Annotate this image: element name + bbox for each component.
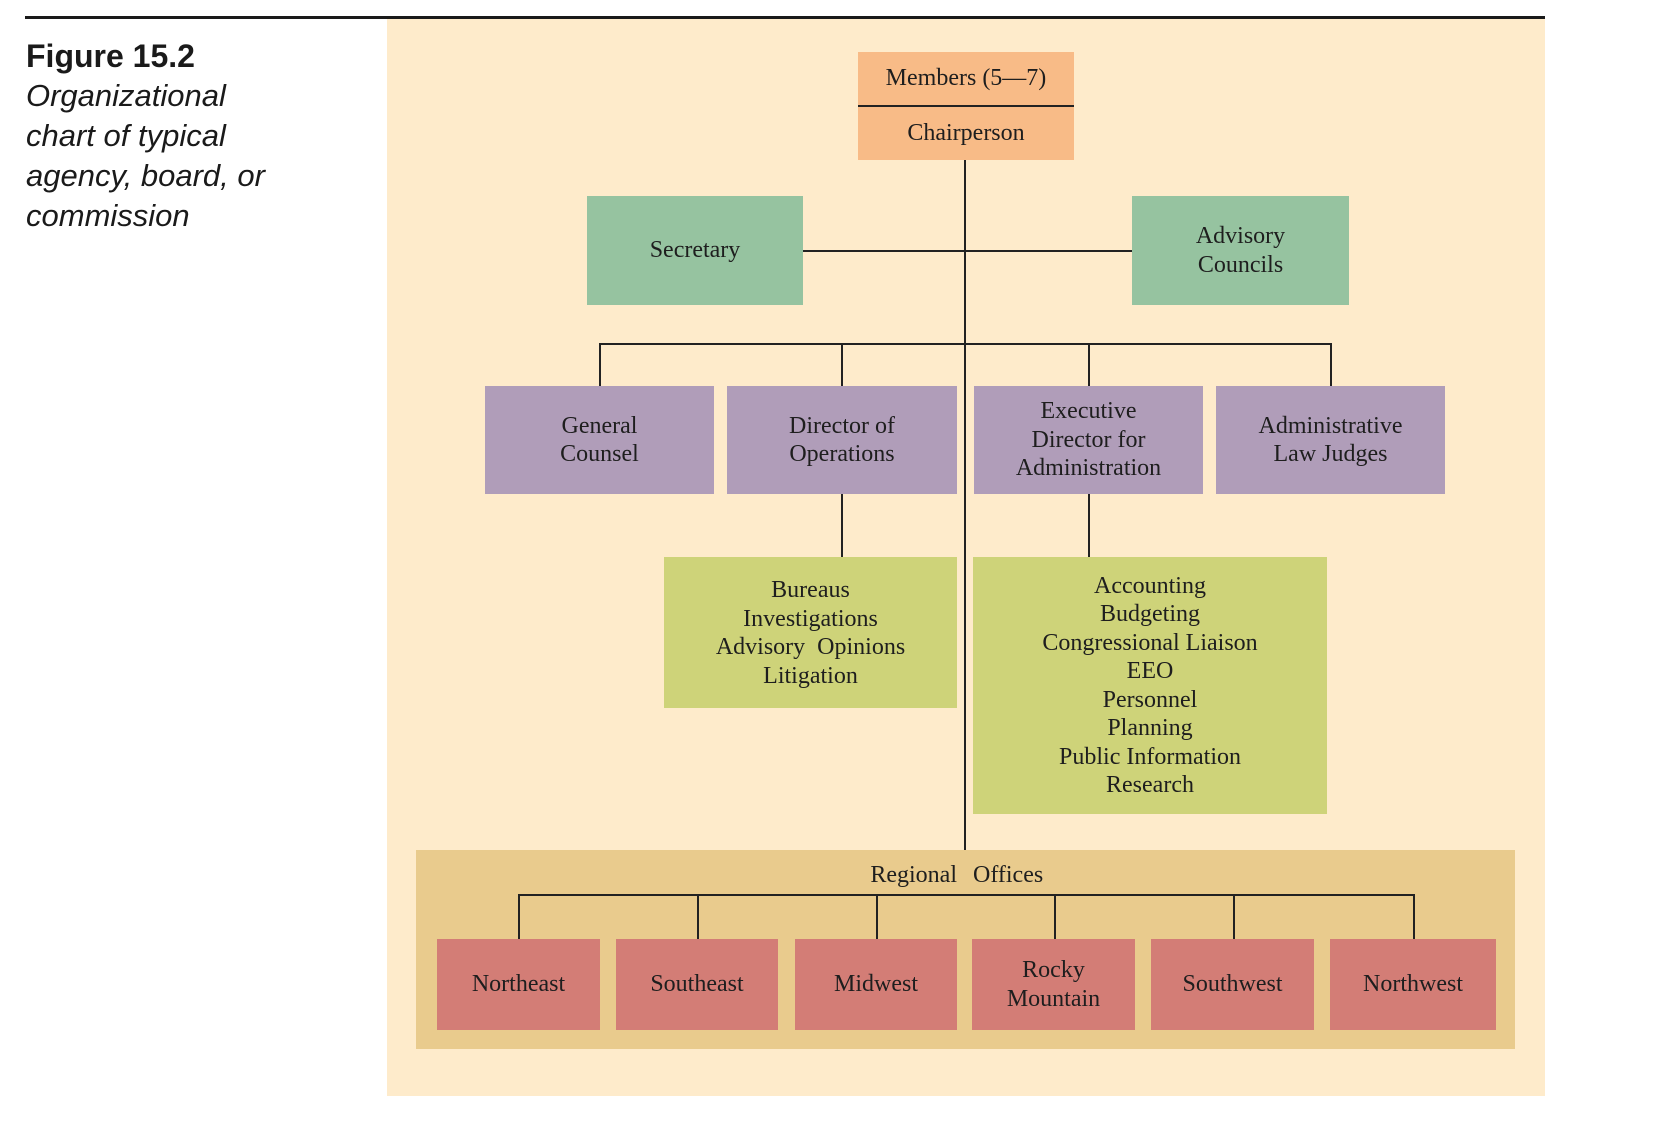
description-line: commission (26, 198, 190, 233)
administrative-law-judges-label: Law Judges (1273, 441, 1388, 467)
figure-description: Organizational chart of typical agency, … (26, 76, 366, 236)
northwest-office-box[interactable]: Northwest (1330, 939, 1496, 1030)
southeast-label: Southeast (650, 971, 744, 998)
connector-director-of-operations (841, 343, 843, 386)
description-line: chart of typical (26, 118, 226, 153)
connector-southeast (697, 894, 699, 939)
general-counsel-box[interactable]: General Counsel (485, 386, 714, 494)
director-of-operations-label: Operations (789, 441, 895, 467)
connector-midwest (876, 894, 878, 939)
director-of-operations-label: Director of (789, 412, 895, 439)
connector-executive-director (1088, 343, 1090, 386)
chairperson-label: Chairperson (907, 120, 1025, 147)
executive-director-box[interactable]: Executive Director for Administration (974, 386, 1203, 494)
northeast-label: Northeast (471, 971, 566, 998)
administration-unit: Public Information (1059, 743, 1241, 770)
northwest-label: Northwest (1363, 971, 1463, 998)
offices-label: Offices (973, 862, 1044, 888)
connector-administrative-law-judges (1330, 343, 1332, 386)
midwest-label: Midwest (834, 971, 918, 998)
administration-unit: Budgeting (1100, 601, 1200, 627)
regional-label: Regional (870, 862, 957, 888)
executive-director-label: Administration (1015, 455, 1162, 482)
operations-unit: Advisory Opinions (715, 634, 906, 660)
director-of-operations-box[interactable]: Director of Operations (727, 386, 957, 494)
rocky-mountain-label: Rocky (1022, 957, 1085, 983)
connector-operations-units (841, 494, 843, 557)
administration-units-box[interactable]: Accounting Budgeting Congressional Liais… (973, 557, 1327, 814)
connector-trunk (964, 160, 966, 894)
southeast-office-box[interactable]: Southeast (616, 939, 778, 1030)
southwest-label: Southwest (1182, 971, 1283, 998)
members-label: Members (5—7) (885, 65, 1047, 92)
secretary-label: Secretary (649, 237, 741, 264)
top-rule (25, 16, 1545, 19)
administrative-law-judges-box[interactable]: Administrative Law Judges (1216, 386, 1445, 494)
operations-unit: Bureaus (771, 577, 850, 603)
administration-unit: Accounting (1094, 572, 1206, 599)
secretary-box[interactable]: Secretary (587, 196, 803, 305)
administrative-law-judges-label: Administrative (1258, 412, 1403, 439)
advisory-councils-label: Advisory (1195, 223, 1286, 249)
connector-regional-bar (518, 894, 1415, 896)
administration-unit: Planning (1107, 715, 1193, 741)
advisory-councils-label: Councils (1197, 251, 1284, 278)
executive-director-label: Director for (1031, 426, 1146, 453)
administration-unit: Personnel (1102, 686, 1198, 713)
advisory-councils-box[interactable]: Advisory Councils (1132, 196, 1349, 305)
connector-northwest (1413, 894, 1415, 939)
general-counsel-label: Counsel (560, 441, 639, 467)
northeast-office-box[interactable]: Northeast (437, 939, 600, 1030)
rocky-mountain-label: Mountain (1006, 985, 1101, 1012)
southwest-office-box[interactable]: Southwest (1151, 939, 1314, 1030)
figure-caption: Figure 15.2 Organizational chart of typi… (26, 36, 366, 236)
rocky-mountain-office-box[interactable]: Rocky Mountain (972, 939, 1135, 1030)
members-divider (858, 105, 1074, 107)
figure-label: Figure 15.2 (26, 38, 195, 74)
members-chairperson-box[interactable]: Members (5—7) Chairperson (858, 52, 1074, 160)
administration-unit: EEO (1126, 658, 1174, 684)
operations-units-box[interactable]: Bureaus Investigations Advisory Opinions… (664, 557, 957, 708)
general-counsel-label: General (561, 412, 638, 439)
connector-staff (803, 250, 1132, 252)
connector-southwest (1233, 894, 1235, 939)
description-line: Organizational (26, 78, 226, 113)
connector-directors-bar (599, 343, 1331, 345)
connector-northeast (518, 894, 520, 939)
connector-administration-units (1088, 494, 1090, 557)
description-line: agency, board, or (26, 158, 265, 193)
operations-unit: Investigations (743, 605, 878, 632)
connector-rocky-mountain (1054, 894, 1056, 939)
administration-unit: Research (1106, 772, 1194, 798)
midwest-office-box[interactable]: Midwest (795, 939, 957, 1030)
operations-unit: Litigation (763, 662, 858, 689)
administration-unit: Congressional Liaison (1042, 629, 1258, 656)
executive-director-label: Executive (1040, 398, 1137, 425)
connector-general-counsel (599, 343, 601, 386)
